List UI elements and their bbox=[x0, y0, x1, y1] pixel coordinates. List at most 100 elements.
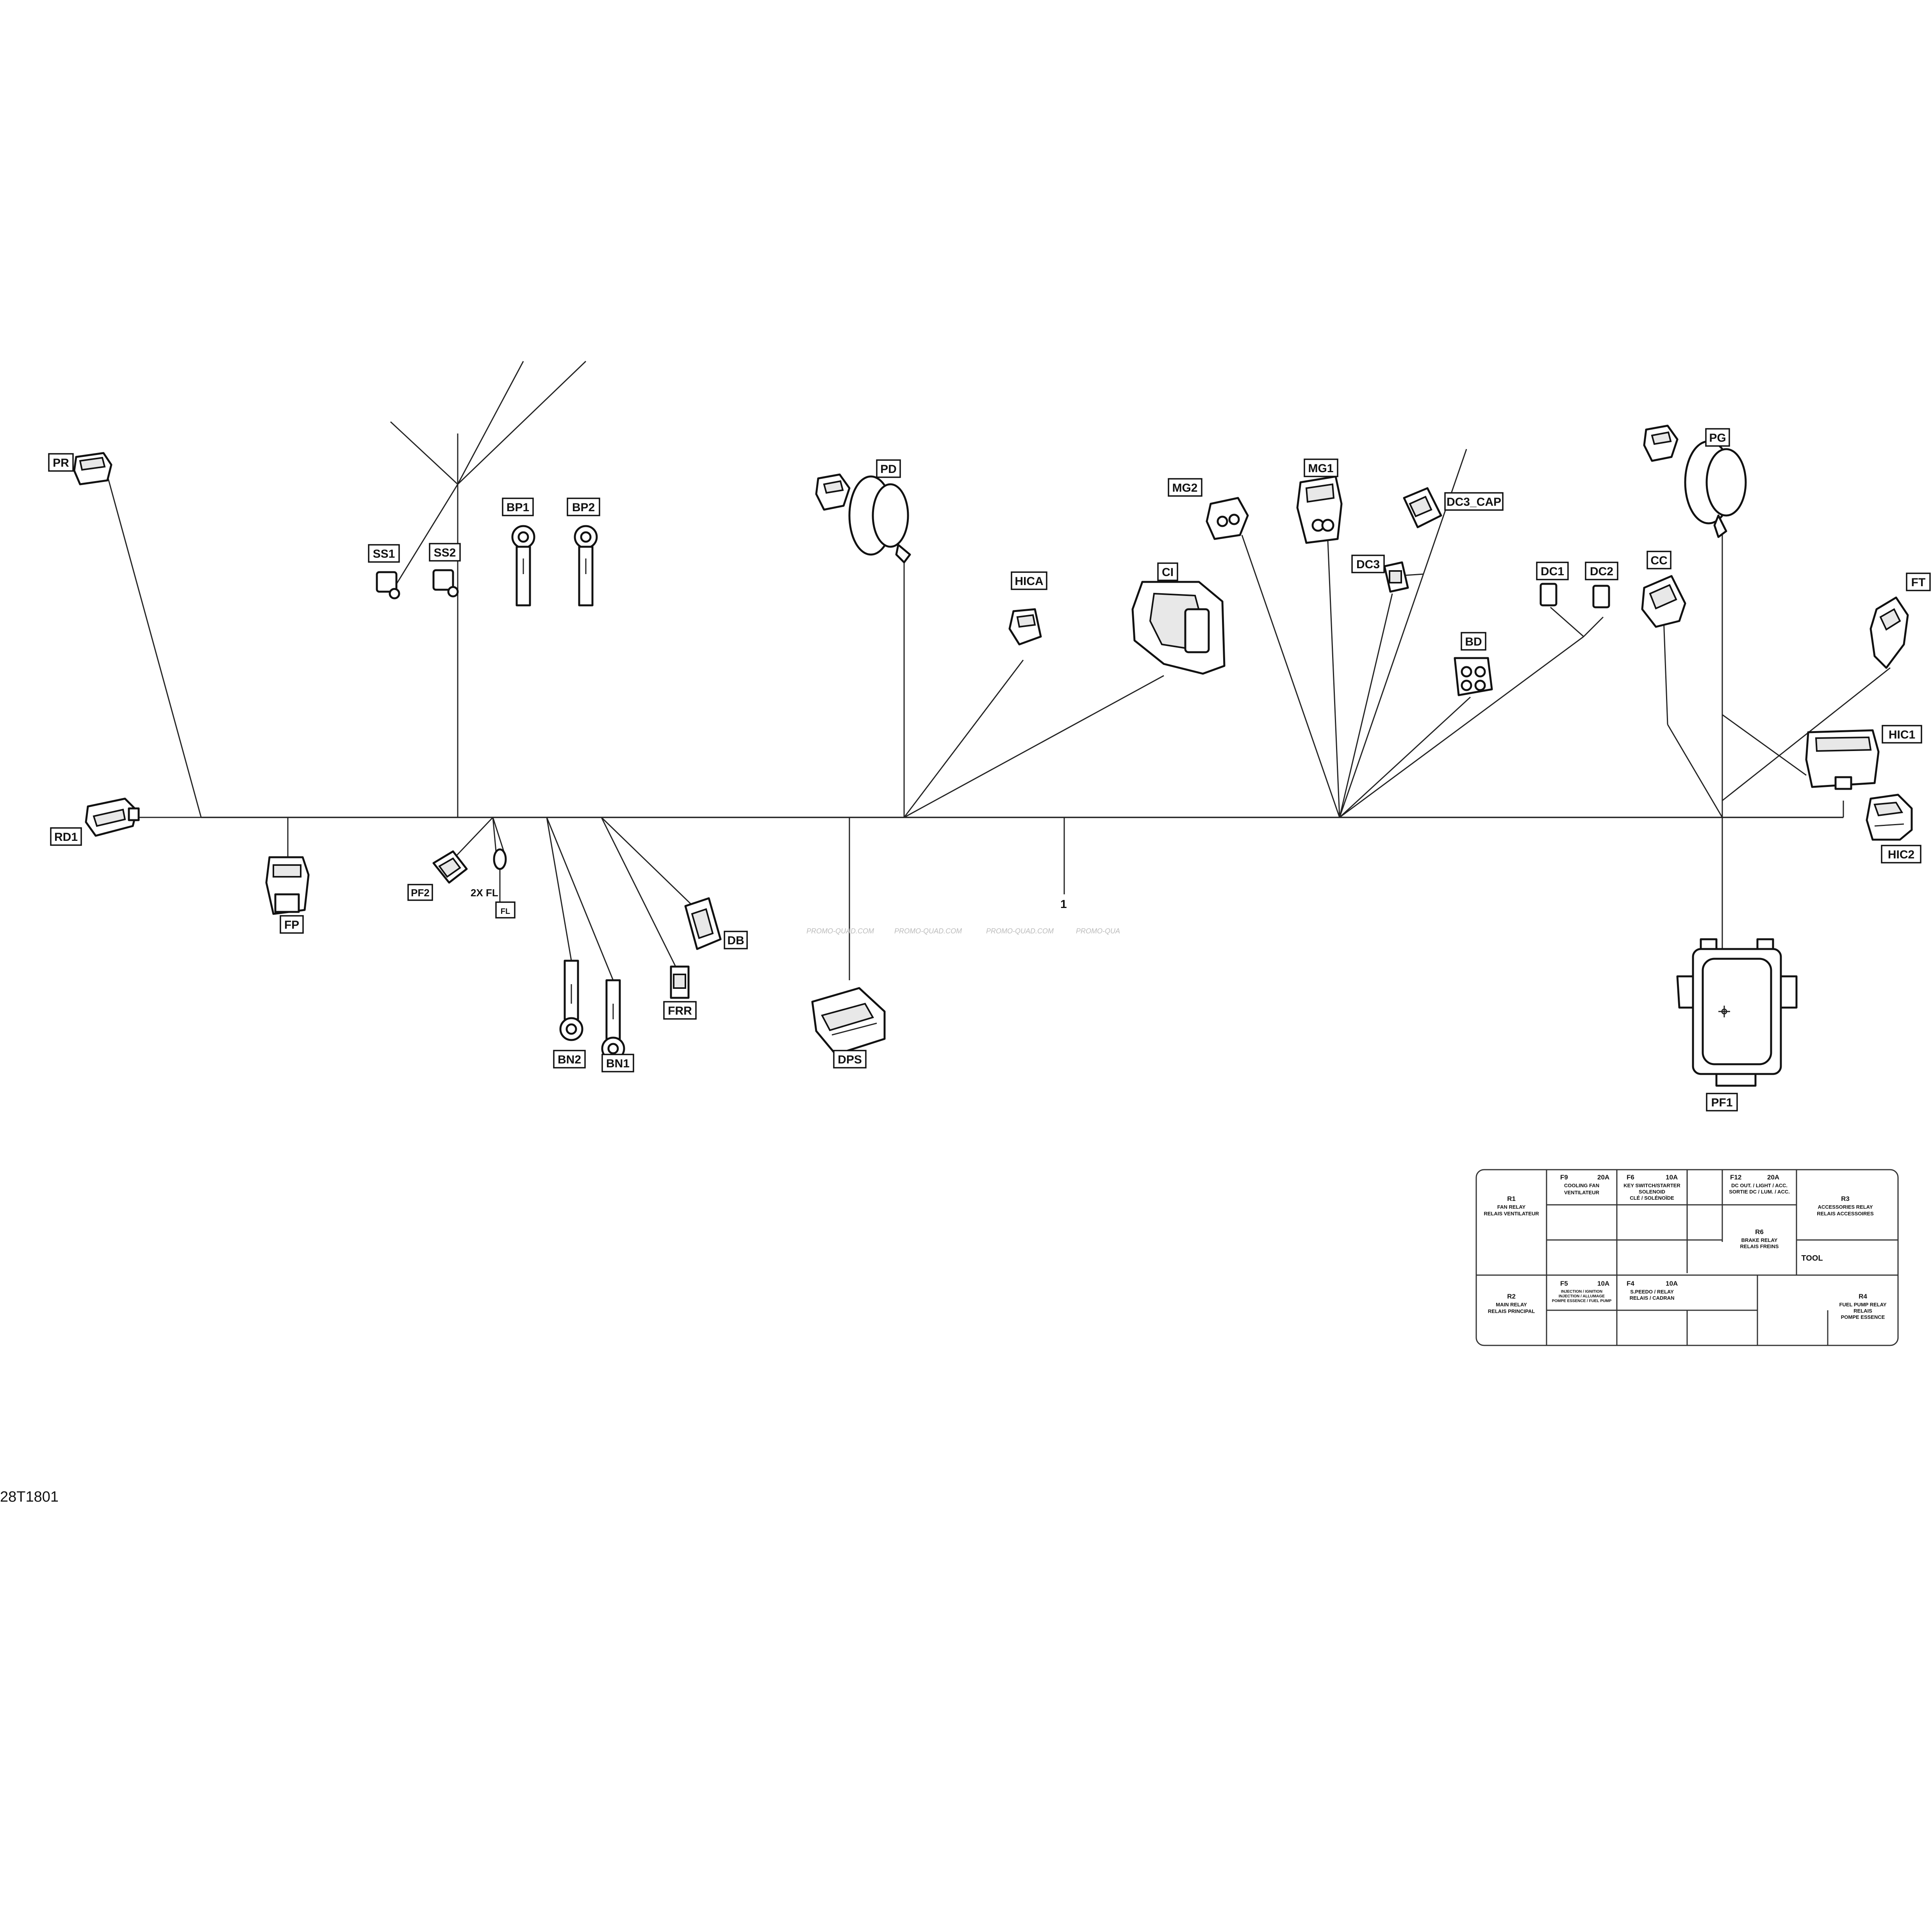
connector-pg-icon bbox=[1643, 425, 1747, 538]
svg-text:20A: 20A bbox=[1597, 1174, 1609, 1181]
svg-text:PG: PG bbox=[1709, 432, 1726, 444]
label-hic2[interactable]: HIC2 bbox=[1881, 845, 1921, 863]
svg-text:FT: FT bbox=[1911, 576, 1926, 589]
svg-text:KEY SWITCH/STARTER: KEY SWITCH/STARTER bbox=[1623, 1183, 1680, 1188]
connector-hic1-icon bbox=[1805, 729, 1880, 790]
svg-text:RELAIS ACCESSOIRES: RELAIS ACCESSOIRES bbox=[1817, 1211, 1874, 1217]
connector-mg2-icon bbox=[1206, 497, 1249, 540]
label-ci[interactable]: CI bbox=[1157, 562, 1178, 581]
label-multiplier-note: 2X FL FL bbox=[471, 887, 516, 919]
branch-wires bbox=[107, 360, 1891, 981]
svg-text:SS1: SS1 bbox=[373, 548, 395, 560]
svg-text:FUEL PUMP RELAY: FUEL PUMP RELAY bbox=[1839, 1302, 1886, 1308]
label-pf1[interactable]: PF1 bbox=[1706, 1093, 1738, 1111]
svg-text:10A: 10A bbox=[1666, 1280, 1678, 1287]
label-fp[interactable]: FP bbox=[280, 915, 304, 934]
label-ft[interactable]: FT bbox=[1906, 573, 1931, 591]
label-pr[interactable]: PR bbox=[48, 453, 74, 472]
label-bn1[interactable]: BN1 bbox=[601, 1054, 634, 1072]
label-dc1[interactable]: DC1 bbox=[1536, 562, 1569, 580]
svg-text:INJECTION / ALLUMAGE: INJECTION / ALLUMAGE bbox=[1559, 1294, 1605, 1299]
connector-pd-icon bbox=[815, 473, 911, 564]
svg-text:RELAIS PRINCIPAL: RELAIS PRINCIPAL bbox=[1488, 1308, 1535, 1314]
connector-dc3-icon bbox=[1383, 561, 1409, 593]
svg-text:RELAIS FREINS: RELAIS FREINS bbox=[1740, 1243, 1779, 1249]
connector-rd1-icon bbox=[85, 797, 140, 837]
connector-dc1-icon bbox=[1540, 583, 1557, 607]
connector-dc3-cap-icon bbox=[1403, 487, 1442, 528]
svg-text:BN1: BN1 bbox=[606, 1057, 630, 1070]
svg-text:VENTILATEUR: VENTILATEUR bbox=[1564, 1190, 1600, 1195]
svg-text:PROMO-QUA: PROMO-QUA bbox=[1076, 927, 1120, 935]
connector-ft-icon bbox=[1870, 596, 1909, 669]
label-pf2[interactable]: PF2 bbox=[407, 884, 433, 901]
connector-dps-icon bbox=[811, 987, 886, 1056]
svg-text:F9: F9 bbox=[1560, 1174, 1568, 1181]
svg-text:RELAIS / CADRAN: RELAIS / CADRAN bbox=[1630, 1295, 1675, 1301]
label-hic1[interactable]: HIC1 bbox=[1882, 725, 1922, 744]
label-hica[interactable]: HICA bbox=[1011, 571, 1047, 590]
label-mg2[interactable]: MG2 bbox=[1168, 478, 1202, 497]
svg-text:2X FL: 2X FL bbox=[471, 887, 498, 899]
svg-text:FL: FL bbox=[501, 907, 510, 916]
svg-text:PR: PR bbox=[53, 457, 69, 469]
svg-text:DPS: DPS bbox=[838, 1053, 862, 1066]
svg-text:CLÉ / SOLÉNOÏDE: CLÉ / SOLÉNOÏDE bbox=[1630, 1195, 1674, 1201]
connector-pf2-icon bbox=[432, 850, 468, 884]
label-cc[interactable]: CC bbox=[1647, 551, 1672, 569]
svg-text:BP2: BP2 bbox=[572, 501, 595, 514]
label-dps[interactable]: DPS bbox=[833, 1050, 867, 1069]
svg-text:F12: F12 bbox=[1730, 1174, 1741, 1181]
svg-text:PROMO-QUAD.COM: PROMO-QUAD.COM bbox=[986, 927, 1054, 935]
label-rd1[interactable]: RD1 bbox=[50, 827, 82, 846]
label-mg1[interactable]: MG1 bbox=[1304, 458, 1338, 477]
svg-text:RD1: RD1 bbox=[54, 831, 78, 844]
label-bd[interactable]: BD bbox=[1461, 632, 1486, 651]
label-db[interactable]: DB bbox=[724, 931, 748, 949]
terminal-bn2-icon bbox=[559, 960, 583, 1041]
svg-text:HIC1: HIC1 bbox=[1889, 728, 1915, 741]
svg-text:DC3_CAP: DC3_CAP bbox=[1447, 496, 1501, 508]
connector-hica-icon bbox=[1008, 608, 1042, 646]
label-bp1[interactable]: BP1 bbox=[502, 498, 534, 516]
label-pg[interactable]: PG bbox=[1705, 428, 1730, 447]
svg-text:POMPE ESSENCE: POMPE ESSENCE bbox=[1841, 1314, 1885, 1320]
svg-text:SORTIE DC / LUM. / ACC.: SORTIE DC / LUM. / ACC. bbox=[1729, 1189, 1790, 1195]
svg-text:R6: R6 bbox=[1755, 1228, 1764, 1236]
connector-pr-icon bbox=[73, 452, 112, 485]
svg-text:F6: F6 bbox=[1627, 1174, 1634, 1181]
svg-text:BRAKE RELAY: BRAKE RELAY bbox=[1741, 1237, 1778, 1243]
label-bn2[interactable]: BN2 bbox=[553, 1050, 586, 1069]
label-dc3[interactable]: DC3 bbox=[1351, 555, 1385, 573]
svg-text:SS2: SS2 bbox=[434, 546, 456, 559]
svg-text:DC1: DC1 bbox=[1541, 565, 1564, 578]
label-ss2[interactable]: SS2 bbox=[429, 543, 461, 562]
label-frr[interactable]: FRR bbox=[663, 1001, 697, 1020]
svg-text:TOOL: TOOL bbox=[1801, 1254, 1823, 1263]
label-bp2[interactable]: BP2 bbox=[567, 498, 600, 516]
connector-fp-icon bbox=[265, 856, 310, 915]
label-dc3-cap[interactable]: DC3_CAP bbox=[1444, 492, 1504, 511]
svg-text:RELAIS: RELAIS bbox=[1854, 1308, 1872, 1314]
svg-text:10A: 10A bbox=[1666, 1174, 1678, 1181]
label-dc2[interactable]: DC2 bbox=[1585, 562, 1618, 580]
svg-text:PROMO-QUAD.COM: PROMO-QUAD.COM bbox=[806, 927, 874, 935]
label-pd[interactable]: PD bbox=[876, 459, 901, 478]
fuse-box-pf1-icon bbox=[1676, 938, 1798, 1087]
svg-text:COOLING FAN: COOLING FAN bbox=[1564, 1183, 1599, 1188]
svg-text:R1: R1 bbox=[1507, 1195, 1516, 1202]
svg-text:INJECTION / IGNITION: INJECTION / IGNITION bbox=[1561, 1290, 1602, 1294]
svg-text:PD: PD bbox=[880, 463, 897, 476]
svg-text:RELAIS VENTILATEUR: RELAIS VENTILATEUR bbox=[1484, 1211, 1539, 1217]
svg-text:DB: DB bbox=[727, 934, 744, 947]
svg-text:POMPE ESSENCE / FUEL PUMP: POMPE ESSENCE / FUEL PUMP bbox=[1552, 1299, 1612, 1303]
label-ss1[interactable]: SS1 bbox=[368, 544, 400, 563]
svg-text:CC: CC bbox=[1650, 554, 1667, 567]
connector-frr-icon bbox=[670, 965, 690, 999]
connector-hic2-icon bbox=[1866, 794, 1913, 841]
connector-ss2-icon bbox=[432, 569, 459, 598]
connector-mg1-icon bbox=[1296, 475, 1343, 544]
svg-text:S.PEEDO / RELAY: S.PEEDO / RELAY bbox=[1630, 1289, 1674, 1295]
connector-ss1-icon bbox=[376, 571, 400, 599]
svg-text:R4: R4 bbox=[1859, 1293, 1867, 1300]
